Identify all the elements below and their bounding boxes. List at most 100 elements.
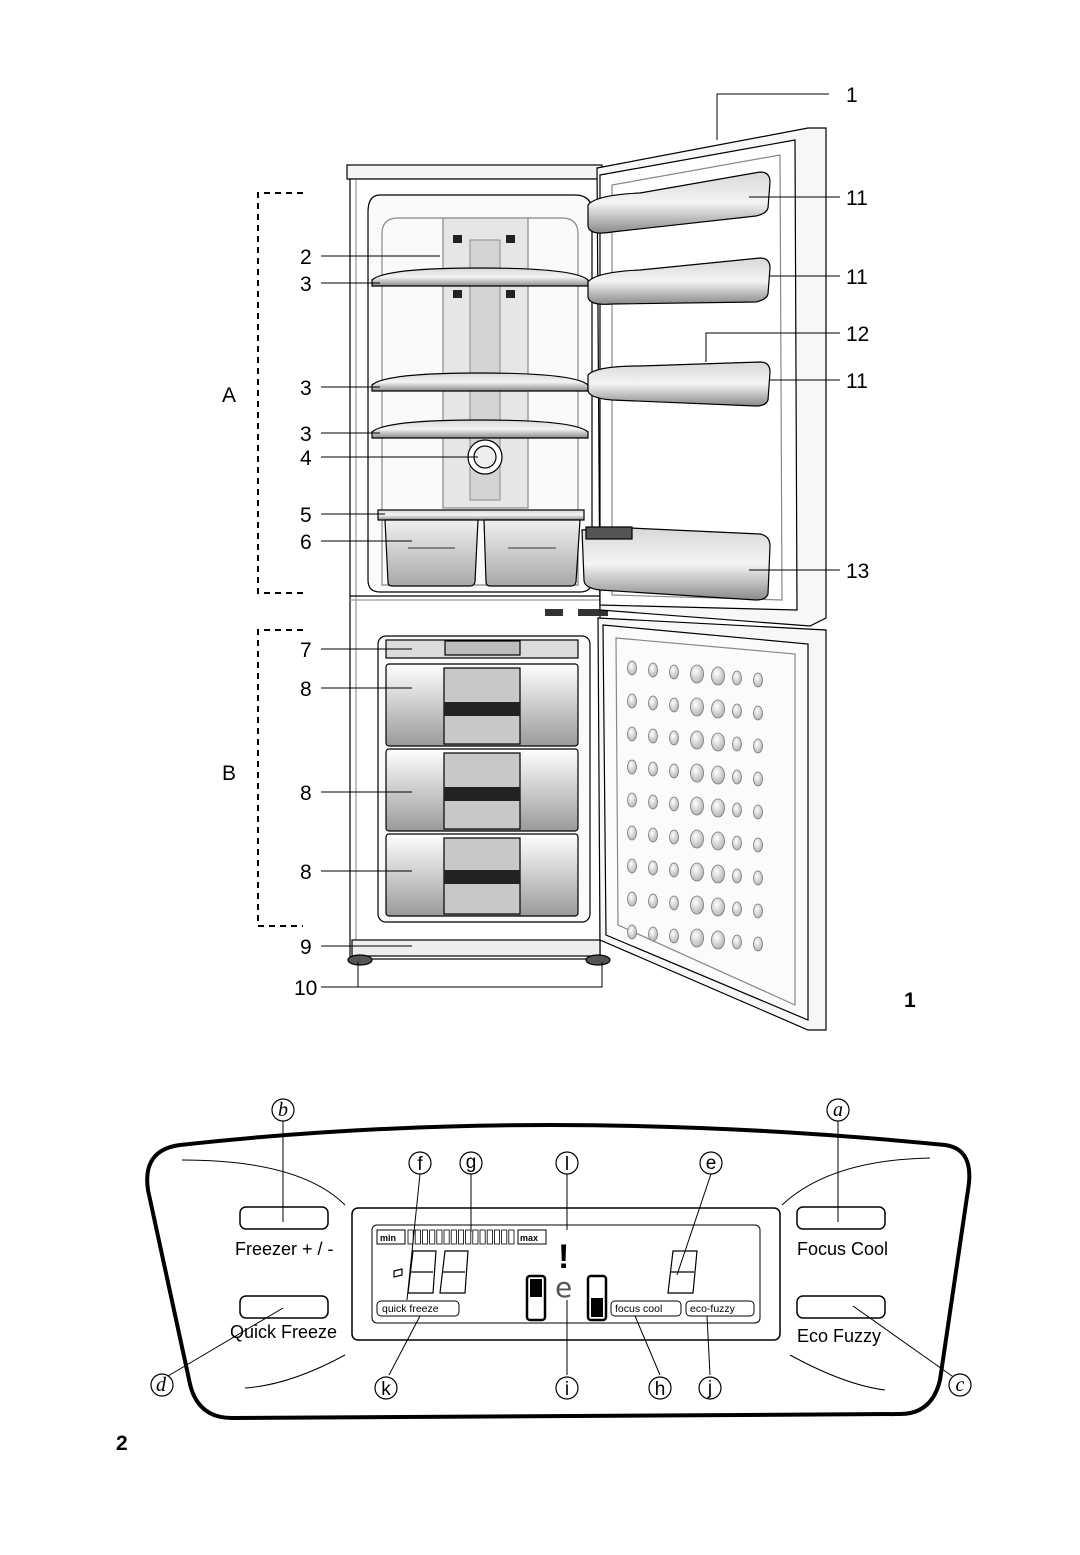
section-label-b: B (222, 762, 236, 785)
door-dimple (711, 765, 725, 785)
display-screen (371, 1224, 761, 1324)
door-dimple (732, 802, 742, 818)
callout-8: 8 (300, 861, 312, 884)
door-dimple (648, 827, 658, 843)
door-dimple (711, 699, 725, 719)
panel-outline (145, 1123, 972, 1421)
eco-fuzzy-button[interactable] (796, 1295, 886, 1319)
door-dimple (669, 895, 679, 911)
level-segment (508, 1229, 515, 1245)
callout-9: 9 (300, 936, 312, 959)
quick-freeze-button[interactable] (239, 1295, 329, 1319)
section-brackets (257, 192, 303, 927)
callout-letter-b: b (278, 1099, 288, 1121)
callout-10: 10 (294, 977, 317, 1000)
door-dimple (690, 730, 704, 750)
door-dimple (627, 924, 637, 940)
door-dimple (669, 796, 679, 812)
door-dimple (690, 829, 704, 849)
level-segment (407, 1229, 414, 1245)
focus-cool-button[interactable] (796, 1206, 886, 1230)
door-dimple (627, 792, 637, 808)
door-dimple (732, 769, 742, 785)
quick-freeze-indicator: quick freeze (382, 1303, 439, 1315)
level-segment (479, 1229, 486, 1245)
callout-1: 1 (846, 84, 858, 107)
focus-cool-indicator: focus cool (615, 1303, 662, 1315)
callout-letter-l: l (565, 1154, 569, 1175)
control-panel: Freezer + / - Quick Freeze Focus Cool Ec… (116, 1098, 972, 1455)
door-dimple (627, 759, 637, 775)
callout-letter-g: g (466, 1152, 477, 1173)
door-dimple (732, 736, 742, 752)
door-dimple (753, 771, 763, 787)
callout-3: 3 (300, 423, 312, 446)
freezer-compartment-indicator (525, 1274, 547, 1322)
door-dimple (711, 930, 725, 950)
freezer-door (597, 617, 827, 1031)
callout-letter-e: e (706, 1153, 717, 1174)
callout-letter-d: d (156, 1374, 167, 1396)
door-dimple (627, 726, 637, 742)
door-dimple (732, 868, 742, 884)
door-dimple (669, 829, 679, 845)
callout-8: 8 (300, 782, 312, 805)
figure-number-1: 1 (904, 989, 916, 1012)
door-dimple (627, 825, 637, 841)
focus-cool-button-label: Focus Cool (797, 1239, 888, 1259)
section-label-a: A (222, 384, 236, 407)
door-dimple (648, 794, 658, 810)
door-dimple (753, 870, 763, 886)
callout-3: 3 (300, 377, 312, 400)
level-segment (429, 1229, 436, 1245)
callout-2: 2 (300, 246, 312, 269)
door-dimple (711, 897, 725, 917)
door-dimple (669, 730, 679, 746)
callout-5: 5 (300, 504, 312, 527)
door-dimple (627, 693, 637, 709)
door-dimple (627, 858, 637, 874)
callout-11: 11 (846, 187, 868, 210)
callout-3: 3 (300, 273, 312, 296)
door-dimple (732, 934, 742, 950)
fridge-compartment-indicator (586, 1274, 608, 1322)
level-segment (421, 1229, 428, 1245)
door-dimple (690, 796, 704, 816)
level-segment (457, 1229, 464, 1245)
figure-number-2: 2 (116, 1432, 128, 1455)
fridge-temperature-digit (667, 1250, 698, 1294)
door-dimple (690, 664, 704, 684)
door-dimple (648, 761, 658, 777)
level-segment (450, 1229, 457, 1245)
eco-indicator: e (555, 1271, 572, 1304)
door-dimple (753, 804, 763, 820)
callout-letter-i: i (565, 1379, 569, 1400)
door-dimple (669, 697, 679, 713)
callout-letter-a: a (833, 1099, 843, 1121)
door-dimple (648, 860, 658, 876)
callout-letter-j: j (707, 1378, 712, 1399)
level-segment (465, 1229, 472, 1245)
door-dimple (648, 662, 658, 678)
quick-freeze-button-label: Quick Freeze (230, 1322, 337, 1342)
door-dimple (753, 738, 763, 754)
door-dimple (711, 798, 725, 818)
door-dimple (648, 926, 658, 942)
door-dimple (627, 891, 637, 907)
eco-fuzzy-indicator: eco-fuzzy (690, 1303, 736, 1315)
door-dimple (711, 732, 725, 752)
door-dimple (753, 705, 763, 721)
door-dimple (627, 660, 637, 676)
fridge-door (581, 127, 827, 627)
door-dimple (753, 903, 763, 919)
door-dimple (669, 763, 679, 779)
door-dimple (732, 703, 742, 719)
door-dimple (753, 837, 763, 853)
eco-fuzzy-button-label: Eco Fuzzy (797, 1326, 881, 1346)
door-dimple (690, 697, 704, 717)
freezer-button[interactable] (239, 1206, 329, 1230)
temperature-level-bar (407, 1229, 515, 1245)
door-dimple (690, 928, 704, 948)
door-dimple (711, 666, 725, 686)
